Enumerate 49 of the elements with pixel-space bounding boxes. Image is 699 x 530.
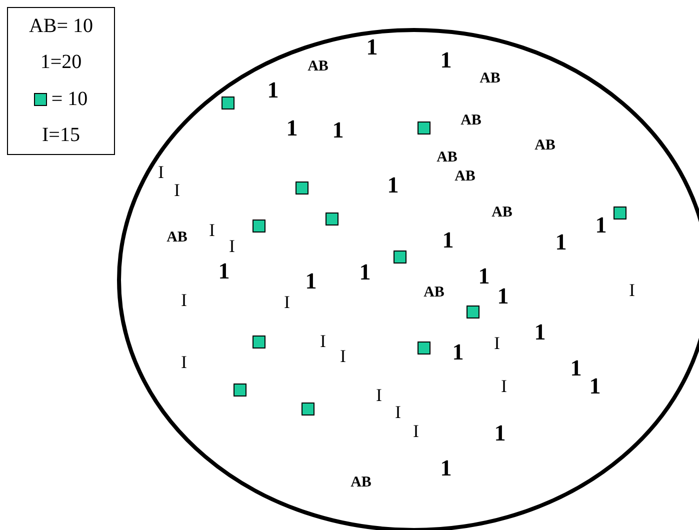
symbol-label: 1 — [267, 78, 279, 102]
symbol-label: 1 — [286, 116, 298, 140]
symbol-label: 1 — [332, 118, 344, 142]
symbol-label: I — [501, 377, 507, 395]
symbol-label: 1 — [494, 422, 506, 444]
symbol-label: I — [320, 332, 326, 350]
symbol-label: AB — [166, 230, 188, 246]
symbol-label: I — [340, 347, 346, 365]
symbol-label: 1 — [440, 456, 452, 480]
symbol-label: 1 — [555, 230, 567, 254]
symbol-label: 1 — [442, 228, 454, 252]
symbol-label: I — [174, 181, 180, 199]
symbol-label: AB — [350, 476, 372, 490]
symbol-label: 1 — [387, 174, 399, 196]
legend-text: I=15 — [42, 124, 80, 148]
symbol-label: I — [494, 334, 500, 352]
symbol-label: AB — [436, 150, 458, 166]
symbol-label: AB — [308, 60, 328, 74]
legend-text: AB= 10 — [28, 14, 94, 38]
symbol-label: 1 — [570, 356, 582, 380]
symbol-label: I — [181, 291, 187, 309]
symbol-label: 1 — [595, 214, 607, 236]
symbol-label: 1 — [534, 320, 546, 344]
symbol-label: AB — [492, 206, 512, 220]
symbol-label: I — [629, 281, 635, 299]
symbol-label: I — [413, 422, 419, 440]
symbol-label: 1 — [305, 270, 317, 292]
symbol-label: 1 — [452, 340, 464, 364]
symbol-label: 1 — [589, 374, 601, 398]
symbol-label: I — [376, 386, 382, 404]
symbol-label: AB — [454, 170, 476, 184]
symbol-label: 1 — [440, 48, 452, 72]
symbol-label: I — [158, 163, 164, 181]
symbol-label: I — [395, 403, 401, 421]
symbol-label: I — [209, 221, 215, 239]
symbol-label: 1 — [478, 264, 490, 288]
symbol-label: AB — [424, 286, 444, 300]
symbol-label: 1 — [359, 260, 371, 284]
symbol-label: AB — [480, 72, 500, 86]
symbol-label: I — [284, 293, 290, 311]
legend-text: 1=20 — [40, 51, 82, 74]
symbol-label: AB — [534, 138, 556, 154]
symbol-label: I — [229, 237, 235, 255]
symbol-label: 1 — [218, 260, 230, 282]
symbol-label: 1 — [497, 284, 509, 308]
symbol-label: I — [181, 353, 187, 371]
legend-text: = 10 — [51, 88, 88, 111]
symbol-label: AB — [460, 114, 482, 128]
symbol-label: 1 — [366, 36, 378, 58]
